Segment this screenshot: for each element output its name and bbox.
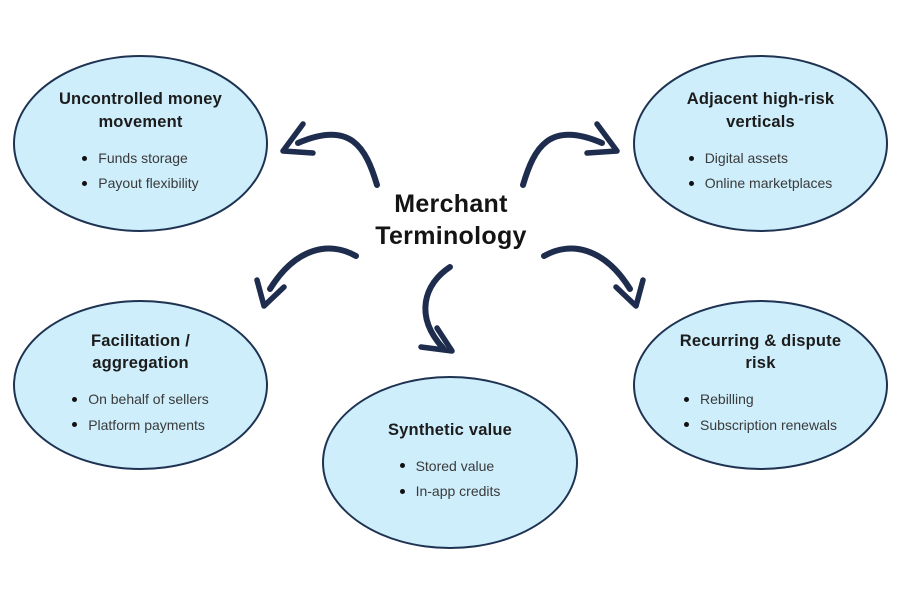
node-title: Recurring & dispute risk (679, 331, 842, 373)
bullet-text: Subscription renewals (700, 416, 837, 433)
bullet-dot (72, 422, 78, 428)
bullet-item: Subscription renewals (684, 415, 837, 435)
node-facilitation-aggregation: Facilitation / aggregation On behalf of … (13, 300, 268, 470)
node-title: Adjacent high-risk verticals (686, 90, 835, 131)
bullet-text: Platform payments (88, 416, 205, 433)
bullet-text: Payout flexibility (98, 175, 199, 192)
curved-arrow-top-left-icon (280, 121, 380, 188)
bullet-text: Rebilling (700, 391, 754, 408)
bullet-text: Stored value (415, 457, 495, 474)
bullet-dot (82, 155, 88, 161)
node-title: Facilitation / aggregation (90, 331, 191, 373)
bullet-item: On behalf of sellers (72, 389, 209, 409)
bullet-item: Rebilling (684, 389, 837, 409)
bullet-item: Platform payments (72, 415, 209, 435)
bullet-item: Payout flexibility (82, 173, 199, 193)
curved-arrow-bottom-left-icon (254, 245, 359, 309)
bullet-text: In-app credits (415, 483, 501, 500)
bullet-item: Stored value (399, 456, 501, 476)
node-uncontrolled-money-movement: Uncontrolled money movement Funds storag… (13, 55, 268, 232)
bullet-text: Online marketplaces (704, 175, 833, 192)
bullet-dot (399, 488, 405, 494)
curved-arrow-bottom-right-icon (541, 245, 646, 309)
bullet-list: Stored value In-app credits (399, 451, 501, 507)
bullet-item: Digital assets (688, 148, 833, 168)
curved-arrow-bottom-center-icon (418, 264, 455, 354)
bullet-text: Digital assets (704, 149, 788, 166)
bullet-text: Funds storage (98, 149, 188, 166)
node-adjacent-high-risk-verticals: Adjacent high-risk verticals Digital ass… (633, 55, 888, 232)
node-title: Synthetic value (387, 420, 513, 439)
bullet-dot (399, 463, 405, 469)
bullet-item: In-app credits (399, 481, 501, 501)
bullet-dot (72, 397, 78, 403)
node-title: Uncontrolled money movement (58, 90, 223, 131)
bullet-text: On behalf of sellers (88, 391, 209, 408)
node-recurring-dispute-risk: Recurring & dispute risk Rebilling Subsc… (633, 300, 888, 470)
bullet-list: Digital assets Online marketplaces (688, 143, 833, 199)
bullet-list: On behalf of sellers Platform payments (72, 384, 209, 440)
bullet-list: Rebilling Subscription renewals (684, 384, 837, 440)
center-title: Merchant Terminology (375, 190, 527, 250)
bullet-item: Funds storage (82, 148, 198, 168)
bullet-dot (684, 422, 690, 428)
bullet-dot (688, 155, 694, 161)
curved-arrow-top-right-icon (520, 121, 620, 188)
bullet-dot (82, 180, 88, 186)
bullet-list: Funds storage Payout flexibility (82, 143, 199, 199)
bullet-dot (684, 397, 690, 403)
bullet-dot (688, 180, 694, 186)
node-synthetic-value: Synthetic value Stored value In-app cred… (322, 376, 578, 549)
bullet-item: Online marketplaces (688, 173, 833, 193)
